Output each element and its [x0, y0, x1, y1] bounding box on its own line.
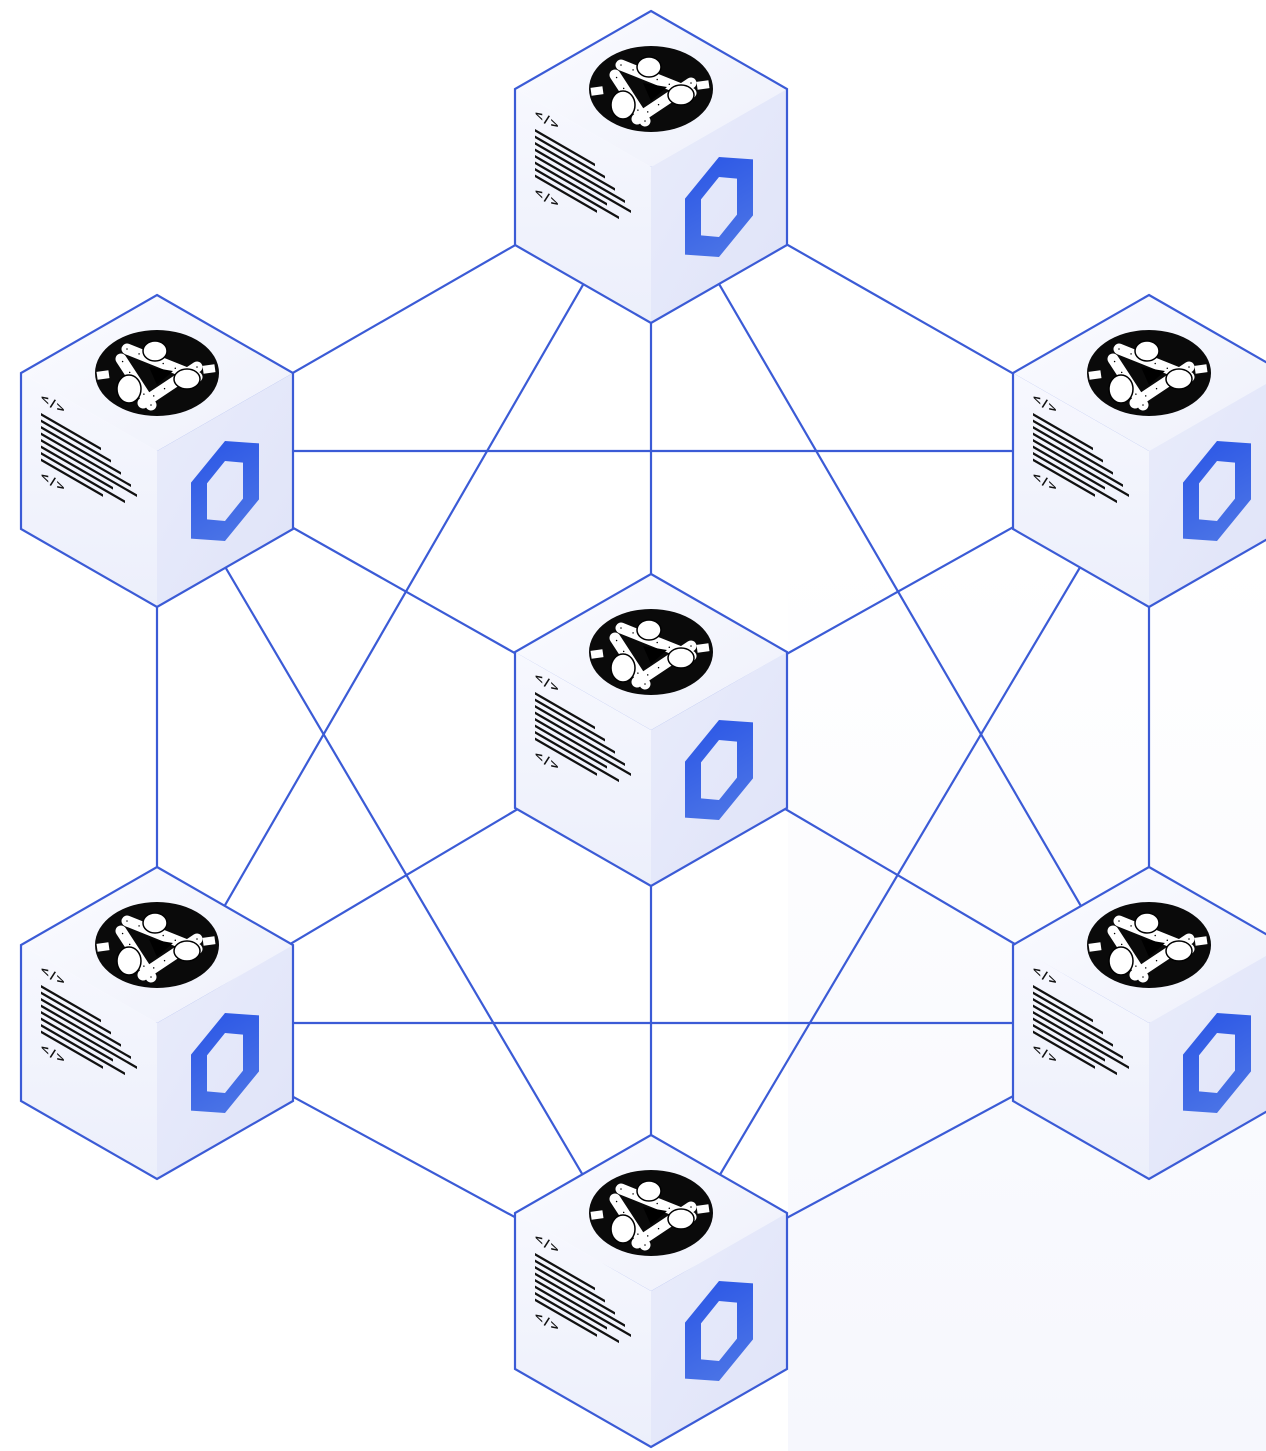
- node-upper-left: </></>: [19, 293, 295, 609]
- handshake-circle-icon: [1087, 330, 1211, 416]
- code-document-icon: </></>: [1033, 962, 1129, 1076]
- edge-upper-right-to-bottom: [650, 450, 1150, 1292]
- edge-upper-left-to-bottom: [156, 450, 652, 1292]
- node-center: </></>: [513, 572, 789, 888]
- chainlink-hexagon-icon: [685, 157, 753, 257]
- node-upper-right: </></>: [1011, 293, 1266, 609]
- chainlink-hexagon-icon: [685, 1281, 753, 1381]
- chainlink-hexagon-icon: [191, 441, 259, 541]
- node-top: </></>: [513, 9, 789, 325]
- node-lower-right: </></>: [1011, 865, 1266, 1181]
- code-document-icon: </></>: [41, 962, 137, 1076]
- handshake-circle-icon: [95, 902, 219, 988]
- chainlink-hexagon-icon: [191, 1013, 259, 1113]
- code-document-icon: </></>: [1033, 390, 1129, 504]
- node-bottom: </></>: [513, 1133, 789, 1449]
- chainlink-hexagon-icon: [1183, 1013, 1251, 1113]
- code-document-icon: </></>: [535, 106, 631, 220]
- code-document-icon: </></>: [535, 669, 631, 783]
- edge-top-to-lower-right: [650, 166, 1150, 1024]
- code-document-icon: </></>: [535, 1230, 631, 1344]
- chainlink-hexagon-icon: [1183, 441, 1251, 541]
- edge-top-to-lower-left: [156, 166, 652, 1024]
- node-lower-left: </></>: [19, 865, 295, 1181]
- handshake-circle-icon: [1087, 902, 1211, 988]
- chainlink-hexagon-icon: [685, 720, 753, 820]
- handshake-circle-icon: [589, 1170, 713, 1256]
- handshake-circle-icon: [589, 46, 713, 132]
- nodes-layer: </></> </></> </></> </></> </></> </></> </><…: [19, 9, 1266, 1449]
- handshake-circle-icon: [95, 330, 219, 416]
- code-document-icon: </></>: [41, 390, 137, 504]
- handshake-circle-icon: [589, 609, 713, 695]
